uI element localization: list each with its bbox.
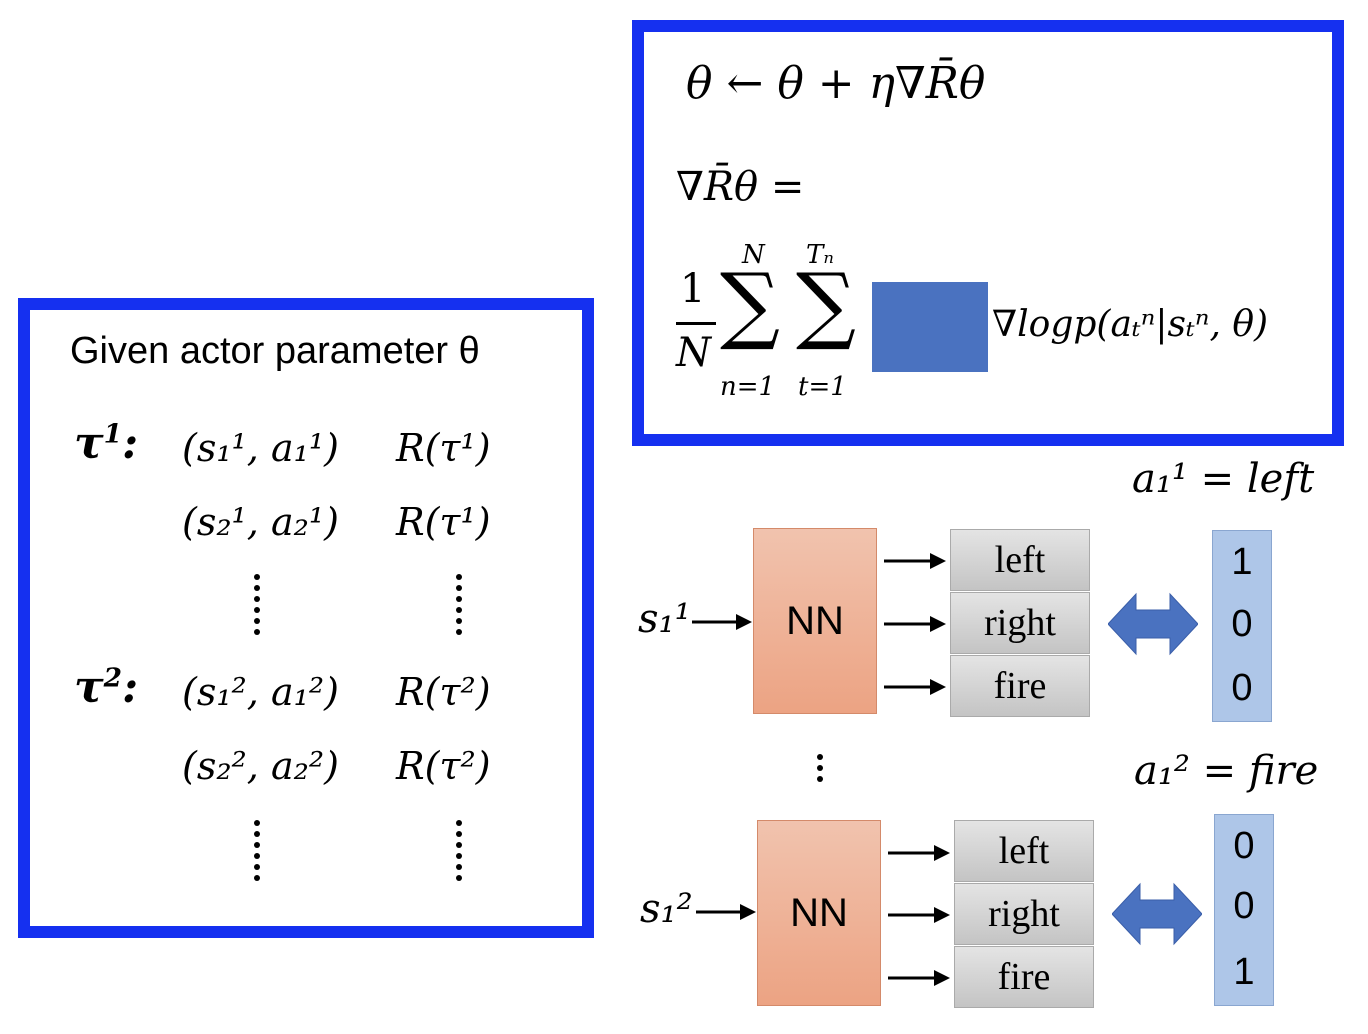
fraction-denominator: N: [676, 330, 711, 376]
reward-value: R(τ¹): [396, 500, 491, 544]
output-arrow-right-1: [884, 616, 946, 632]
tau-1-label: τ1:: [74, 418, 139, 469]
state-input-2: s₁²: [640, 886, 693, 932]
option-fire-1: fire: [950, 655, 1090, 717]
double-arrow-icon-1: [1108, 592, 1198, 656]
fraction-bar: [676, 322, 716, 325]
gradient-label: ∇R̄θ =: [676, 164, 805, 210]
sum-2-symbol: ∑: [796, 255, 856, 353]
state-input-1: s₁¹: [638, 596, 691, 642]
state-action-pair: (s₁¹, a₁¹): [182, 426, 339, 470]
state-action-pair: (s₁², a₁²): [182, 670, 339, 714]
update-rule: θ ← θ + η∇R̄θ: [686, 58, 986, 109]
action-label-2: a₁² = fire: [1134, 748, 1319, 794]
output-arrow-left-2: [888, 845, 950, 861]
output-arrow-fire-2: [888, 970, 950, 986]
sum-2-upper: Tₙ: [806, 240, 834, 270]
option-left-2: left: [954, 820, 1094, 882]
trajectory-panel: [18, 298, 594, 938]
tau-2-label: τ2:: [74, 662, 139, 713]
state-action-pair: (s₂¹, a₂¹): [182, 500, 339, 544]
neural-network-1: NN: [753, 528, 877, 714]
state-action-pair: (s₂², a₂²): [182, 744, 339, 788]
input-arrow-1: [692, 614, 752, 630]
option-right-2: right: [954, 883, 1094, 945]
vector-entry: 1: [1233, 951, 1255, 993]
formula-panel: [632, 20, 1344, 446]
option-right-1: right: [950, 592, 1090, 654]
vector-entry: 0: [1233, 825, 1255, 867]
double-arrow-icon-2: [1112, 882, 1202, 946]
ellipsis-dots: [456, 820, 462, 886]
sum-2-lower: t=1: [798, 372, 847, 402]
ellipsis-dots: [254, 574, 260, 640]
output-arrow-fire-1: [884, 679, 946, 695]
panel-title: Given actor parameter θ: [70, 330, 480, 372]
sum-1-lower: n=1: [720, 372, 776, 402]
ellipsis-dots: [254, 820, 260, 886]
fraction-numerator: 1: [680, 266, 706, 312]
neural-network-2: NN: [757, 820, 881, 1006]
reward-placeholder-box: [872, 282, 988, 372]
ellipsis-dots: [456, 574, 462, 640]
vector-entry: 0: [1231, 667, 1253, 709]
reward-value: R(τ²): [396, 670, 491, 714]
sum-1-upper: N: [742, 240, 765, 270]
log-prob-term: ∇logp(aₜⁿ|sₜⁿ, θ): [992, 304, 1269, 345]
ellipsis-dots: [817, 754, 823, 787]
input-arrow-2: [696, 904, 756, 920]
action-label-1: a₁¹ = left: [1132, 456, 1315, 502]
output-arrow-right-2: [888, 907, 950, 923]
option-left-1: left: [950, 529, 1090, 591]
vector-entry: 0: [1231, 603, 1253, 645]
one-hot-vector-1: 1 0 0: [1212, 530, 1272, 722]
reward-value: R(τ²): [396, 744, 491, 788]
one-hot-vector-2: 0 0 1: [1214, 814, 1274, 1006]
vector-entry: 1: [1231, 541, 1253, 583]
reward-value: R(τ¹): [396, 426, 491, 470]
output-arrow-left-1: [884, 553, 946, 569]
sum-1-symbol: ∑: [720, 255, 780, 353]
vector-entry: 0: [1233, 885, 1255, 927]
option-fire-2: fire: [954, 946, 1094, 1008]
